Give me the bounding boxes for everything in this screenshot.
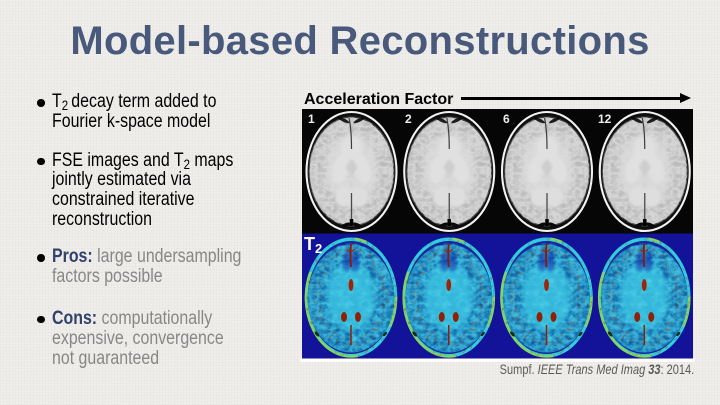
svg-text:12: 12	[598, 112, 612, 126]
svg-text:6: 6	[503, 112, 510, 126]
svg-text:1: 1	[308, 112, 315, 126]
svg-text:2: 2	[405, 112, 412, 126]
